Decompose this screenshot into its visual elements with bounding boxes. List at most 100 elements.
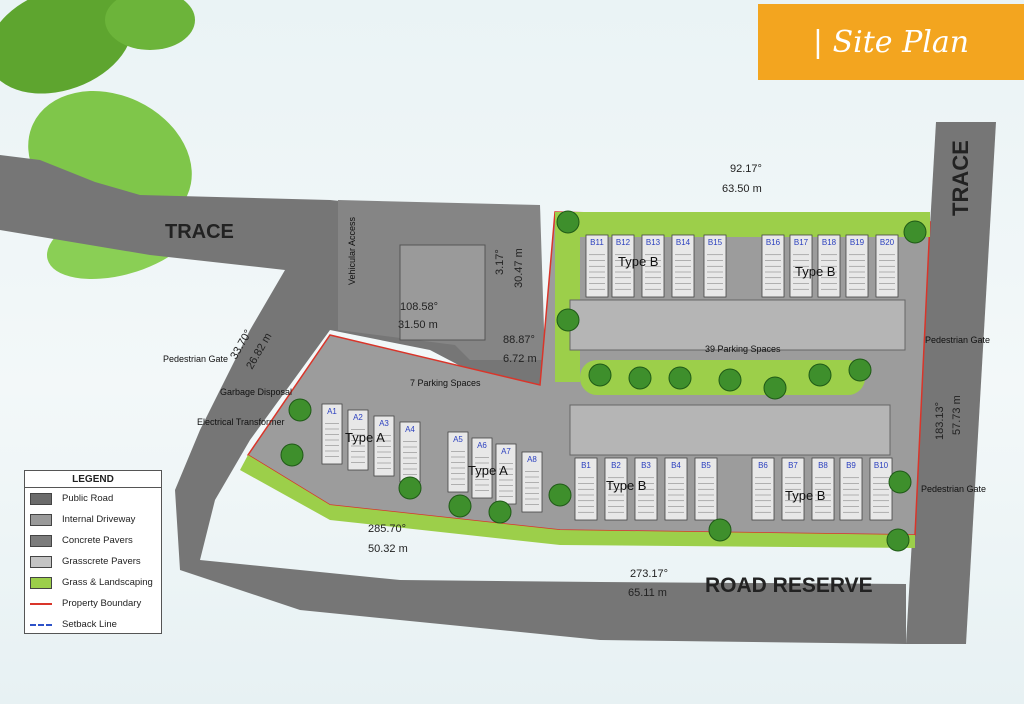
unit-b11: B11: [585, 234, 609, 298]
tree-icon: [488, 500, 512, 524]
road-label-road-reserve: ROAD RESERVE: [705, 574, 873, 597]
unit-outline: [447, 431, 469, 493]
label-type-b-3: Type B: [606, 478, 646, 493]
unit-label: B17: [794, 238, 809, 247]
unit-label: B15: [708, 238, 723, 247]
dim-inner2-length: 30.47 m: [513, 248, 525, 288]
page-title-text: Site Plan: [832, 24, 970, 60]
tree-icon: [548, 483, 572, 507]
tree-icon: [718, 368, 742, 392]
tree-icon: [556, 308, 580, 332]
unit-label: A4: [405, 425, 415, 434]
unit-label: B2: [611, 461, 621, 470]
legend-label: Setback Line: [62, 619, 117, 630]
unit-outline: [373, 415, 395, 477]
unit-outline: [321, 403, 343, 465]
tree-icon: [556, 210, 580, 234]
unit-b15: B15: [703, 234, 727, 298]
label-ped-gate-right-bottom: Pedestrian Gate: [921, 484, 986, 494]
label-type-a-1: Type A: [345, 430, 385, 445]
label-ped-gate-right-top: Pedestrian Gate: [925, 335, 990, 345]
unit-label: A3: [379, 419, 389, 428]
dim-right-length: 57.73 m: [951, 395, 963, 435]
legend-swatch: [30, 555, 52, 568]
legend-swatch: [30, 602, 52, 605]
unit-b3: B3: [634, 457, 658, 521]
legend-item: Setback Line: [25, 614, 161, 635]
unit-a5: A5: [447, 431, 469, 493]
dim-inner2-angle: 3.17°: [494, 249, 506, 275]
unit-label: B18: [822, 238, 837, 247]
tree-icon: [288, 398, 312, 422]
unit-type-labels: Type A Type A Type B Type B Type B Type …: [345, 254, 835, 503]
unit-label: B5: [701, 461, 711, 470]
unit-label: A6: [477, 441, 487, 450]
unit-b14: B14: [671, 234, 695, 298]
legend-label: Grasscrete Pavers: [62, 556, 141, 567]
unit-label: B14: [676, 238, 691, 247]
unit-label: B16: [766, 238, 781, 247]
unit-b8: B8: [811, 457, 835, 521]
unit-label: B1: [581, 461, 591, 470]
existing-building: [399, 244, 486, 341]
legend-item: Public Road: [25, 488, 161, 509]
unit-b6: B6: [751, 457, 775, 521]
unit-b2: B2: [604, 457, 628, 521]
tree-icon: [448, 494, 472, 518]
label-vehicular-access: Vehicular Access: [347, 216, 357, 285]
unit-b7: B7: [781, 457, 805, 521]
road-label-trace-left: TRACE: [165, 221, 234, 243]
legend-swatch: [30, 513, 52, 526]
dim-right-angle: 183.13°: [934, 402, 946, 440]
tree-icon: [398, 476, 422, 500]
dim-inner3-length: 6.72 m: [503, 353, 537, 365]
unit-label: A7: [501, 447, 511, 456]
legend-item: Grass & Landscaping: [25, 572, 161, 593]
unit-label: B7: [788, 461, 798, 470]
unit-a7: A7: [495, 443, 517, 505]
unit-b4: B4: [664, 457, 688, 521]
unit-label: B10: [874, 461, 889, 470]
dim-left-bottom-angle: 285.70°: [368, 523, 406, 535]
label-type-b-2: Type B: [795, 264, 835, 279]
dim-inner1-angle: 108.58°: [400, 301, 438, 313]
tree-layer: [280, 210, 927, 552]
unit-b17: B17: [789, 234, 813, 298]
unit-label: A1: [327, 407, 337, 416]
legend-item: Internal Driveway: [25, 509, 161, 530]
tree-icon: [763, 376, 787, 400]
label-type-b-4: Type B: [785, 488, 825, 503]
label-garbage-disposal: Garbage Disposal: [220, 387, 292, 397]
tree-icon: [903, 220, 927, 244]
legend-label: Grass & Landscaping: [62, 577, 153, 588]
dim-inner3-angle: 88.87°: [503, 334, 535, 346]
dim-left-bottom-length: 50.32 m: [368, 543, 408, 555]
dim-inner1-length: 31.50 m: [398, 319, 438, 331]
unit-a2: A2: [347, 409, 369, 471]
unit-outline: [521, 451, 543, 513]
label-type-b-1: Type B: [618, 254, 658, 269]
tree-icon: [888, 470, 912, 494]
internal-driveway: [569, 299, 906, 456]
unit-b1: B1: [574, 457, 598, 521]
tree-icon: [708, 518, 732, 542]
annotations: Vehicular Access Pedestrian Gate Pedestr…: [163, 216, 990, 494]
unit-label: B13: [646, 238, 661, 247]
legend-label: Public Road: [62, 493, 114, 504]
dim-top-angle: 92.17°: [730, 163, 762, 175]
road-label-trace-right: TRACE: [948, 140, 973, 216]
tree-icon: [628, 366, 652, 390]
tree-icon: [668, 366, 692, 390]
site-plan-title-box: | Site Plan: [758, 4, 1024, 80]
unit-a1: A1: [321, 403, 343, 465]
legend-label: Property Boundary: [62, 598, 142, 609]
legend-swatch: [30, 492, 52, 505]
tree-icon: [588, 363, 612, 387]
label-electrical-transformer: Electrical Transformer: [197, 417, 285, 427]
dim-bottom-angle: 273.17°: [630, 568, 668, 580]
unit-b18: B18: [817, 234, 841, 298]
label-type-a-2: Type A: [468, 463, 508, 478]
unit-b19: B19: [845, 234, 869, 298]
